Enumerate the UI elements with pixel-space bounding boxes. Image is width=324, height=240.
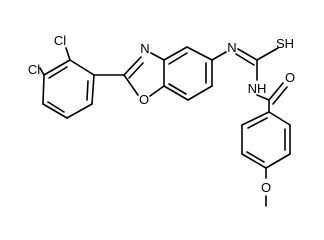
bond — [241, 111, 270, 126]
bond-inner — [48, 66, 68, 79]
atom-label-o-carbonyl: O — [285, 70, 295, 85]
bond — [256, 47, 279, 61]
atom-label-nh: NH — [248, 81, 267, 96]
bond-double — [128, 62, 144, 79]
atom-labels: Cl Cl N O N SH O NH O — [28, 33, 295, 195]
bonds — [39, 46, 291, 207]
bond-inner — [47, 101, 65, 113]
bond — [123, 74, 139, 96]
bond — [187, 85, 213, 101]
molecule-structure-diagram: Cl Cl N O N SH O NH O — [28, 33, 295, 207]
bond — [150, 52, 165, 61]
bond — [163, 85, 189, 101]
bond — [186, 46, 213, 61]
bond-double — [268, 82, 284, 101]
bond — [241, 153, 267, 169]
bond-inner — [168, 83, 187, 95]
bond-double — [237, 48, 258, 61]
atom-label-n-amine: N — [227, 40, 236, 55]
bond-double — [123, 56, 142, 76]
bond — [149, 85, 165, 97]
bond — [268, 111, 291, 126]
bond-inner — [246, 151, 265, 163]
bond — [211, 51, 227, 61]
bond — [91, 74, 95, 105]
atom-label-n-ring: N — [140, 41, 149, 56]
bond — [42, 103, 68, 119]
bond-inner — [86, 80, 89, 101]
bond-inner — [168, 52, 188, 65]
bond-double — [235, 53, 255, 66]
bond — [265, 153, 291, 169]
bond-inner — [247, 117, 268, 129]
bond — [42, 74, 45, 105]
bond — [65, 47, 71, 61]
bond — [256, 94, 270, 101]
atom-label-o-methoxy: O — [261, 180, 271, 195]
atom-label-cl-top: Cl — [54, 33, 66, 48]
bond — [43, 59, 71, 76]
atom-label-o-ring: O — [139, 92, 149, 107]
atom-label-sh: SH — [276, 36, 294, 51]
bond — [163, 46, 188, 61]
bond — [66, 103, 93, 119]
atom-label-cl-left: Cl — [28, 62, 40, 77]
bond — [69, 59, 95, 76]
bond — [39, 67, 45, 76]
bond-double — [272, 86, 288, 105]
